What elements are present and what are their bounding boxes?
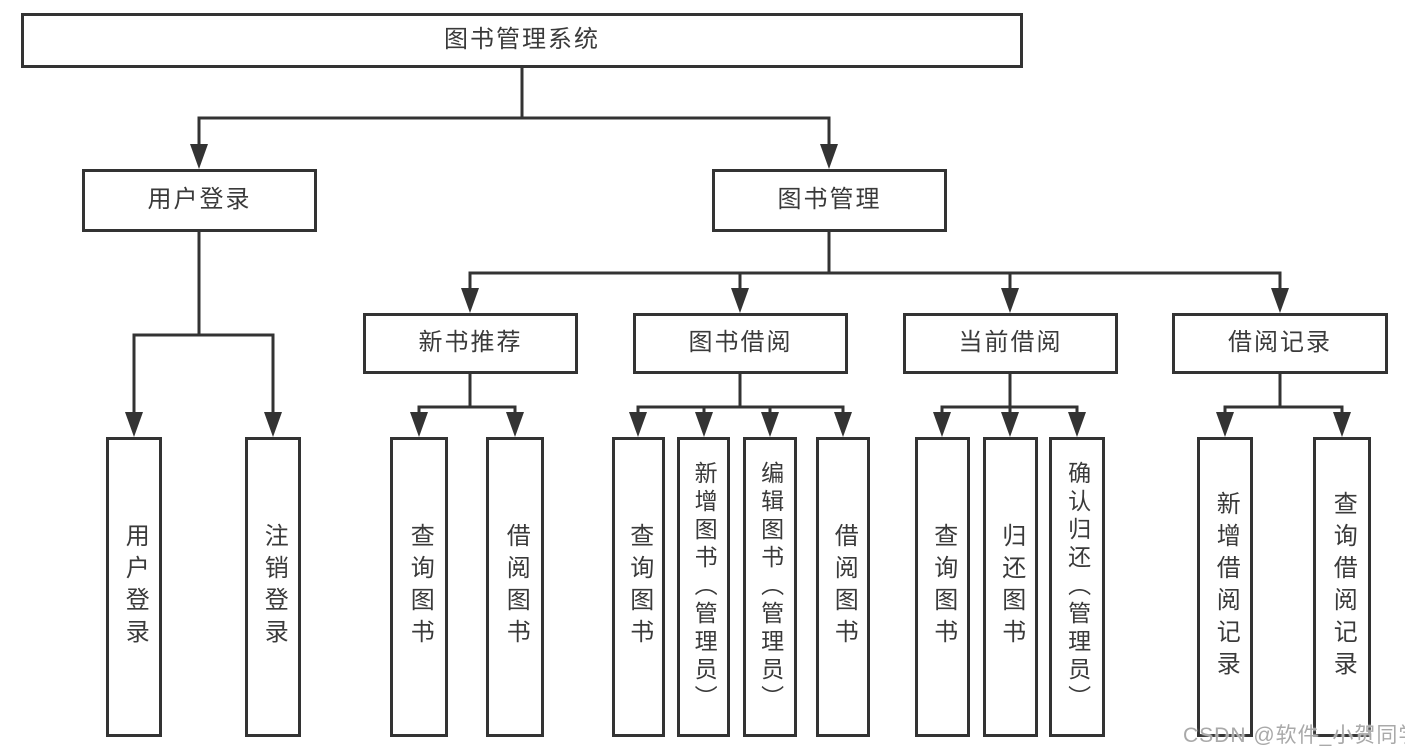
arrowhead-icon (731, 288, 749, 313)
node-borrow-records: 借阅记录 (1172, 313, 1388, 374)
leaf-return-books: 归还图书 (983, 437, 1038, 737)
leaf-recommend-borrow-books: 借阅图书 (486, 437, 544, 737)
csdn-watermark: CSDN @软件_小贺同学 (1183, 724, 1405, 747)
leaf-confirm-return-admin: 确认归还（管理员） (1049, 437, 1105, 737)
node-new-book-recommend: 新书推荐 (363, 313, 578, 374)
arrowhead-icon (125, 412, 143, 437)
arrowhead-icon (1333, 412, 1351, 437)
node-current-borrow: 当前借阅 (903, 313, 1118, 374)
arrowhead-icon (1068, 412, 1086, 437)
arrowhead-icon (461, 288, 479, 313)
arrowhead-icon (264, 412, 282, 437)
arrowhead-icon (1001, 412, 1019, 437)
arrowhead-icon (190, 144, 208, 169)
leaf-current-query-books: 查询图书 (915, 437, 970, 737)
arrowhead-icon (1216, 412, 1234, 437)
arrowhead-icon (1001, 288, 1019, 313)
node-book-management: 图书管理 (712, 169, 947, 232)
leaf-borrow-books: 借阅图书 (816, 437, 870, 737)
arrowhead-icon (506, 412, 524, 437)
leaf-logout: 注销登录 (245, 437, 301, 737)
leaf-add-borrow-record: 新增借阅记录 (1197, 437, 1253, 737)
arrowhead-icon (695, 412, 713, 437)
leaf-edit-books-admin: 编辑图书（管理员） (743, 437, 797, 737)
leaf-recommend-query-books: 查询图书 (390, 437, 448, 737)
node-root-system: 图书管理系统 (21, 13, 1023, 68)
arrowhead-icon (834, 412, 852, 437)
leaf-user-login: 用户登录 (106, 437, 162, 737)
node-book-borrow: 图书借阅 (633, 313, 848, 374)
arrowhead-icon (1271, 288, 1289, 313)
arrowhead-icon (629, 412, 647, 437)
arrowhead-icon (761, 412, 779, 437)
arrowhead-icon (933, 412, 951, 437)
leaf-add-books-admin: 新增图书（管理员） (677, 437, 730, 737)
leaf-borrow-query-books: 查询图书 (612, 437, 665, 737)
node-user-login: 用户登录 (82, 169, 317, 232)
arrowhead-icon (410, 412, 428, 437)
arrowhead-icon (820, 144, 838, 169)
leaf-query-borrow-record: 查询借阅记录 (1313, 437, 1371, 737)
